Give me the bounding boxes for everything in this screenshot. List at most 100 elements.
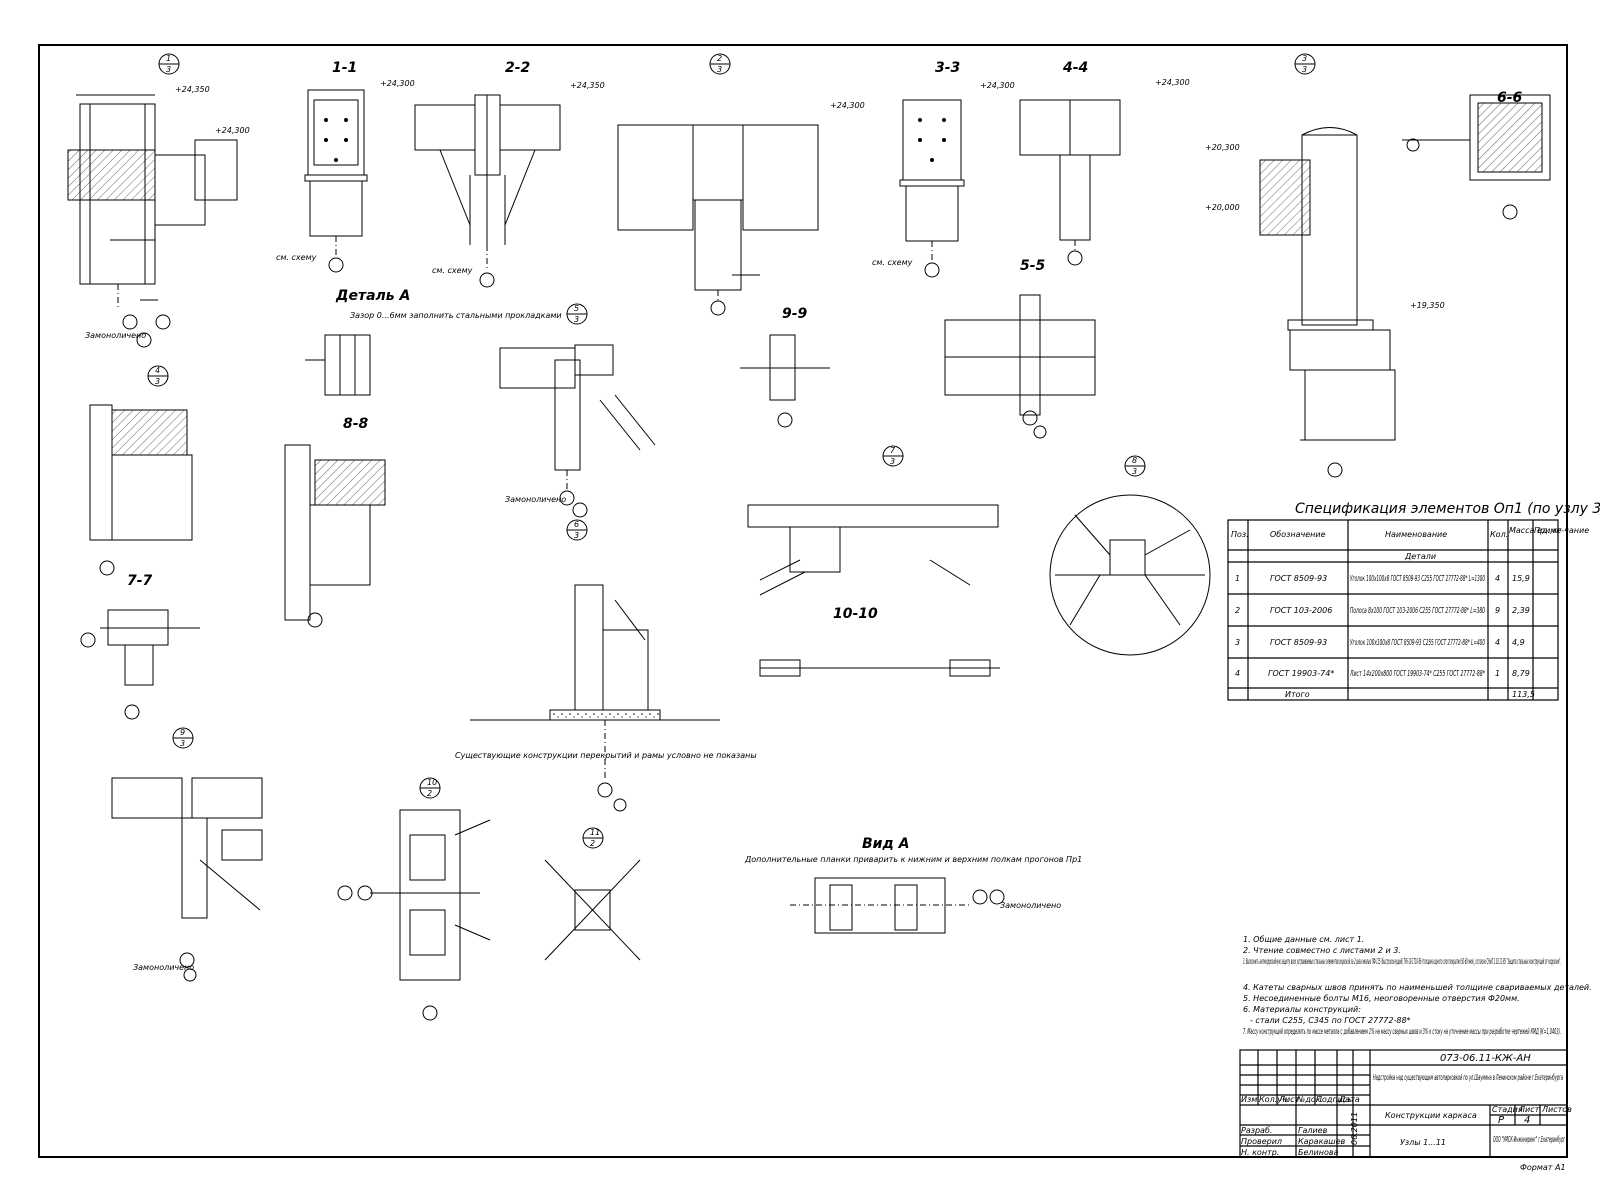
spec-h-name: Наименование xyxy=(1385,530,1447,539)
spec-r4-doc: ГОСТ 19903-74* xyxy=(1268,669,1334,678)
title-4-4: 4-4 xyxy=(1062,60,1088,76)
doc-code: 073-06.11-КЖ-АН xyxy=(1440,1053,1531,1064)
col-data: Дата xyxy=(1338,1095,1360,1104)
svg-text:1: 1 xyxy=(166,54,171,63)
svg-text:3: 3 xyxy=(1302,54,1307,63)
section-9-9-drawing xyxy=(740,334,830,428)
spec-title: Спецификация элементов Оп1 (по узлу 3) xyxy=(1295,501,1600,517)
date-value: 06.2011 xyxy=(1350,1112,1359,1145)
col-doc: №док. xyxy=(1296,1095,1323,1104)
svg-text:+24,350: +24,350 xyxy=(570,81,605,90)
svg-text:+24,300: +24,300 xyxy=(215,126,250,135)
drawing-border xyxy=(38,44,1568,1158)
section-2-2-drawing: +24,350 см. схему xyxy=(414,81,605,288)
spec-h-pos: Поз. xyxy=(1231,530,1249,539)
spec-r1-doc: ГОСТ 8509-93 xyxy=(1270,574,1327,583)
node-9-drawing: 93 xyxy=(111,727,263,982)
svg-text:3: 3 xyxy=(890,457,895,466)
svg-text:7: 7 xyxy=(890,446,896,455)
name-nkontr: Белинова xyxy=(1298,1148,1339,1157)
project-name: Надстройка над существующим автопарковко… xyxy=(1373,1073,1563,1082)
node-3-drawing: 3 3 +20,300 +20,000 +19,350 xyxy=(1205,53,1445,478)
note-7: 7. Массу конструкций определить по массе… xyxy=(1243,1027,1561,1036)
spec-r1-name: Уголок 100х100х8 ГОСТ 8509-93 С255 ГОСТ … xyxy=(1350,574,1485,583)
svg-text:см. схему: см. схему xyxy=(432,266,473,275)
node-10-drawing: 102 xyxy=(337,777,491,1021)
spec-r4-pos: 4 xyxy=(1235,669,1240,678)
svg-text:3: 3 xyxy=(574,315,579,324)
view-a-note: Дополнительные планки приварить к нижним… xyxy=(744,855,1082,864)
section-3-3-drawing: +24,300 см. схему xyxy=(872,81,1015,278)
col-podp: Подпись xyxy=(1316,1095,1352,1104)
spec-r2-pos: 2 xyxy=(1235,606,1240,615)
title-detail-a: Деталь А xyxy=(335,288,410,304)
note-2: 2. Чтение совместно с листами 2 и 3. xyxy=(1243,946,1401,955)
svg-text:3: 3 xyxy=(1132,467,1137,476)
svg-text:+20,000: +20,000 xyxy=(1205,203,1240,212)
node-2-drawing: 23 +24,300 xyxy=(617,53,865,316)
svg-text:3: 3 xyxy=(166,65,171,74)
spec-r1-mass: 15,9 xyxy=(1512,574,1530,583)
node-1-drawing: 13 +24,350 +24,300 Замоноличено xyxy=(67,53,250,348)
zamonol-label-3: Замоноличено xyxy=(1000,901,1061,910)
title-7-7: 7-7 xyxy=(127,573,153,589)
svg-text:3: 3 xyxy=(1302,65,1307,74)
note-5: 5. Несоединенные болты М16, неоговоренны… xyxy=(1243,994,1520,1003)
svg-text:+24,300: +24,300 xyxy=(1155,78,1190,87)
spec-r4-mass: 8,79 xyxy=(1512,669,1530,678)
svg-text:+20,300: +20,300 xyxy=(1205,143,1240,152)
svg-text:2: 2 xyxy=(427,789,432,798)
sheet-format: Формат А1 xyxy=(1520,1163,1566,1172)
node-7-drawing: 73 xyxy=(747,445,999,596)
svg-text:4: 4 xyxy=(155,366,160,375)
svg-text:11: 11 xyxy=(590,828,600,837)
spec-total-value: 113,5 xyxy=(1512,690,1535,699)
spec-h-qty: Кол. xyxy=(1490,530,1508,539)
svg-text:3: 3 xyxy=(717,65,722,74)
note-4: 4. Катеты сварных швов принять по наимен… xyxy=(1243,983,1592,992)
title-view-a: Вид А xyxy=(862,836,910,852)
svg-text:+24,350: +24,350 xyxy=(175,85,210,94)
node-5-drawing: 53 xyxy=(499,303,656,518)
col-izm: Изм. xyxy=(1241,1095,1260,1104)
title-9-9: 9-9 xyxy=(782,306,808,322)
company-name: ООО "УМСК-Инжиниринг" г.Екатеринбург xyxy=(1493,1135,1565,1144)
spec-r2-qty: 9 xyxy=(1495,606,1500,615)
section-6-6-drawing xyxy=(1402,94,1551,220)
name-proveril: Каракашев xyxy=(1298,1137,1346,1146)
title-3-3: 3-3 xyxy=(935,60,960,76)
spec-table: Спецификация элементов Оп1 (по узлу 3) П… xyxy=(1227,501,1600,701)
section-4-4-drawing: +24,300 xyxy=(1019,78,1190,266)
col-list: Лист xyxy=(1278,1095,1300,1104)
node-6-drawing: 63 xyxy=(470,519,720,812)
node-4-drawing: 43 xyxy=(89,365,193,576)
svg-text:2: 2 xyxy=(717,54,722,63)
spec-r1-qty: 4 xyxy=(1495,574,1500,583)
spec-total-label: Итого xyxy=(1285,690,1310,699)
svg-text:3: 3 xyxy=(155,377,160,386)
note-3: 3. Выполнить антикоррозийную защиту всех… xyxy=(1243,957,1561,966)
note-6: 6. Материалы конструкций: xyxy=(1243,1005,1361,1014)
section-1-1-drawing: +24,300 см. схему xyxy=(276,79,415,273)
sheet-value: 4 xyxy=(1524,1115,1530,1126)
col-kol: Кол.уч. xyxy=(1259,1095,1289,1104)
spec-r3-doc: ГОСТ 8509-93 xyxy=(1270,638,1327,647)
detail-a-drawing xyxy=(305,334,371,396)
view-a-drawing xyxy=(790,877,1005,934)
spec-r4-name: Лист 14х200х800 ГОСТ 19903-74* С255 ГОСТ… xyxy=(1349,669,1485,678)
zamonol-label-1: Замоноличено xyxy=(505,495,566,504)
title-10-10: 10-10 xyxy=(833,606,878,622)
zamonol-label-2: Замоноличено xyxy=(133,963,194,972)
stage-value: Р xyxy=(1498,1115,1505,1126)
svg-text:+19,350: +19,350 xyxy=(1410,301,1445,310)
sheets-header: Листов xyxy=(1541,1105,1572,1114)
svg-text:6: 6 xyxy=(574,520,579,529)
name-razrab: Галиев xyxy=(1298,1126,1328,1135)
title-1-1: 1-1 xyxy=(332,60,357,76)
section-10-10-drawing xyxy=(759,659,1000,677)
object-name: Конструкции каркаса xyxy=(1385,1111,1477,1120)
svg-text:10: 10 xyxy=(427,778,437,787)
spec-r2-mass: 2,39 xyxy=(1512,606,1530,615)
general-notes: 1. Общие данные см. лист 1. 2. Чтение со… xyxy=(1243,935,1592,1036)
